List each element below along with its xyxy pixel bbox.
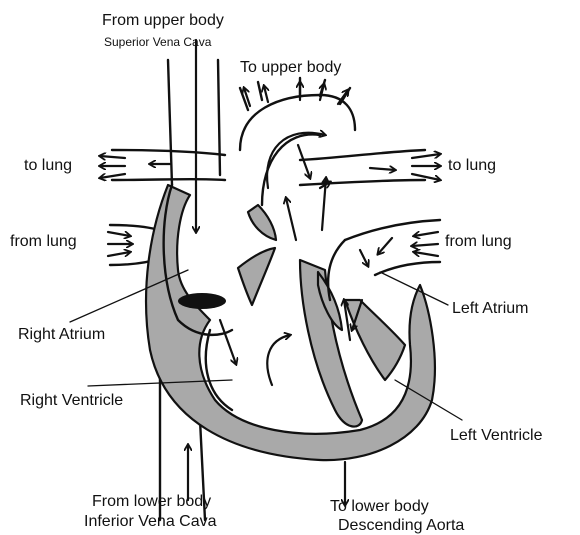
label-from-lung-left: from lung — [10, 233, 77, 250]
from-lung-right-arrows — [360, 232, 438, 266]
label-right-ventricle: Right Ventricle — [20, 392, 123, 409]
heart-septum — [300, 260, 362, 427]
label-right-atrium: Right Atrium — [18, 326, 105, 343]
aortic-arch — [240, 95, 355, 205]
from-lung-left-arrows — [108, 232, 132, 256]
label-to-lung-left: to lung — [24, 157, 72, 174]
left-ventricle-wall — [345, 300, 405, 380]
pulmonary-vein-right — [345, 220, 440, 275]
label-inferior-vena-cava: Inferior Vena Cava — [84, 513, 217, 530]
label-superior-vena-cava: Superior Vena Cava — [104, 35, 212, 49]
superior-vena-cava — [168, 60, 220, 185]
tricuspid-flap — [238, 248, 275, 305]
label-to-lower-body: To lower body — [330, 498, 429, 515]
label-from-upper-body: From upper body — [102, 12, 224, 29]
label-to-lung-right: to lung — [448, 157, 496, 174]
label-from-lower-body: From lower body — [92, 493, 211, 510]
to-lung-left-arrows — [100, 156, 170, 178]
aortic-branches — [240, 78, 350, 110]
pulmonary-artery-right — [300, 150, 425, 185]
label-descending-aorta: Descending Aorta — [338, 517, 464, 534]
label-left-ventricle: Left Ventricle — [450, 427, 543, 444]
label-left-atrium: Left Atrium — [452, 300, 528, 317]
label-to-upper-body: To upper body — [240, 59, 341, 76]
coronary-sinus — [178, 293, 226, 309]
pulmonary-valve — [248, 205, 276, 240]
to-lung-right-arrows — [370, 154, 440, 180]
label-from-lung-right: from lung — [445, 233, 512, 250]
